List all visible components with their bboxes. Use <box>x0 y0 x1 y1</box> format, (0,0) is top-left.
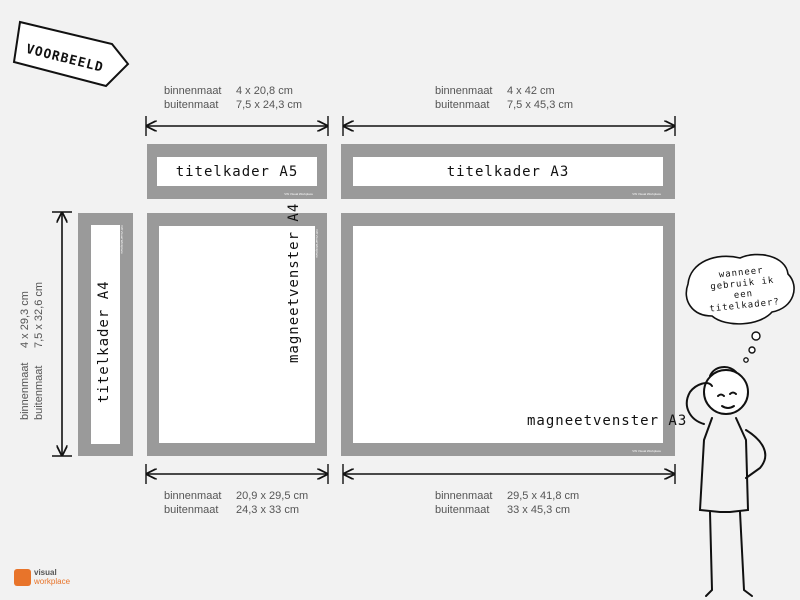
dims-a3-window: binnenmaat 29,5 x 41,8 cm buitenmaat 33 x … <box>435 489 579 517</box>
frame-brand: VW Visual Workplace <box>315 229 319 258</box>
label-inner: binnenmaat <box>435 85 493 97</box>
frame-brand: VW Visual Workplace <box>120 225 124 254</box>
frame-titelkader-a3: titelkader A3 VW Visual Workplace <box>341 144 675 199</box>
thought-bubble <box>685 253 795 325</box>
inner-size: 4 x 20,8 cm <box>236 85 293 97</box>
label-outer: buitenmaat <box>435 504 490 516</box>
outer-size: 7,5 x 24,3 cm <box>236 99 303 111</box>
inner-size: 29,5 x 41,8 cm <box>507 490 580 502</box>
frame-titelkader-a5: titelkader A5 VW Visual Workplace <box>147 144 327 199</box>
label-outer: buitenmaat <box>164 99 219 111</box>
voorbeeld-tag <box>12 20 130 88</box>
dims-a4-title-vertical: binnenmaat 4 x 29,3 cm buitenmaat 7,5 x 32… <box>18 282 46 420</box>
thinking-person <box>685 366 767 597</box>
inner-size: 4 x 42 cm <box>507 85 555 97</box>
outer-size: 7,5 x 45,3 cm <box>507 99 574 111</box>
logo-icon <box>14 569 31 586</box>
label-outer: buitenmaat <box>33 365 45 420</box>
frame-title-a4: titelkader A4 <box>96 280 112 403</box>
logo-text-visual: visual <box>34 568 57 577</box>
frame-title-a4-window: magneetvenster A4 <box>286 202 302 363</box>
label-outer: buitenmaat <box>435 99 490 111</box>
frame-magneetvenster-a3: magneetvenster A3 VW Visual Workplace <box>341 213 686 456</box>
label-inner: binnenmaat <box>19 362 31 421</box>
outer-size: 7,5 x 32,6 cm <box>33 281 45 348</box>
frame-brand: VW Visual Workplace <box>284 192 313 196</box>
frame-title-a5: titelkader A5 <box>175 164 299 180</box>
label-outer: buitenmaat <box>164 504 219 516</box>
brand-logo: visual workplace <box>14 568 84 588</box>
inner-size: 20,9 x 29,5 cm <box>236 490 309 502</box>
logo-text-workplace: workplace <box>34 577 71 586</box>
inner-size: 4 x 29,3 cm <box>19 291 31 348</box>
frame-brand: VW Visual Workplace <box>632 449 661 453</box>
frame-titelkader-a4: titelkader A4 VW Visual Workplace <box>78 213 133 456</box>
dims-a5-title: binnenmaat 4 x 20,8 cm buitenmaat 7,5 x 24… <box>164 84 302 112</box>
thought-bubble-text: wanneer gebruik ik een titelkader? <box>709 265 781 315</box>
dims-a3-title: binnenmaat 4 x 42 cm buitenmaat 7,5 x 45,3… <box>435 84 573 112</box>
outer-size: 33 x 45,3 cm <box>507 504 570 516</box>
frame-title-a3-window: magneetvenster A3 <box>527 413 688 429</box>
dims-a4-window: binnenmaat 20,9 x 29,5 cm buitenmaat 24,3 … <box>164 489 308 517</box>
frame-magneetvenster-a4: magneetvenster A4 VW Visual Workplace <box>147 202 327 456</box>
outer-size: 24,3 x 33 cm <box>236 504 299 516</box>
frame-title-a3: titelkader A3 <box>446 164 570 180</box>
label-inner: binnenmaat <box>164 85 222 97</box>
frame-brand: VW Visual Workplace <box>632 192 661 196</box>
label-inner: binnenmaat <box>435 490 493 502</box>
label-inner: binnenmaat <box>164 490 222 502</box>
